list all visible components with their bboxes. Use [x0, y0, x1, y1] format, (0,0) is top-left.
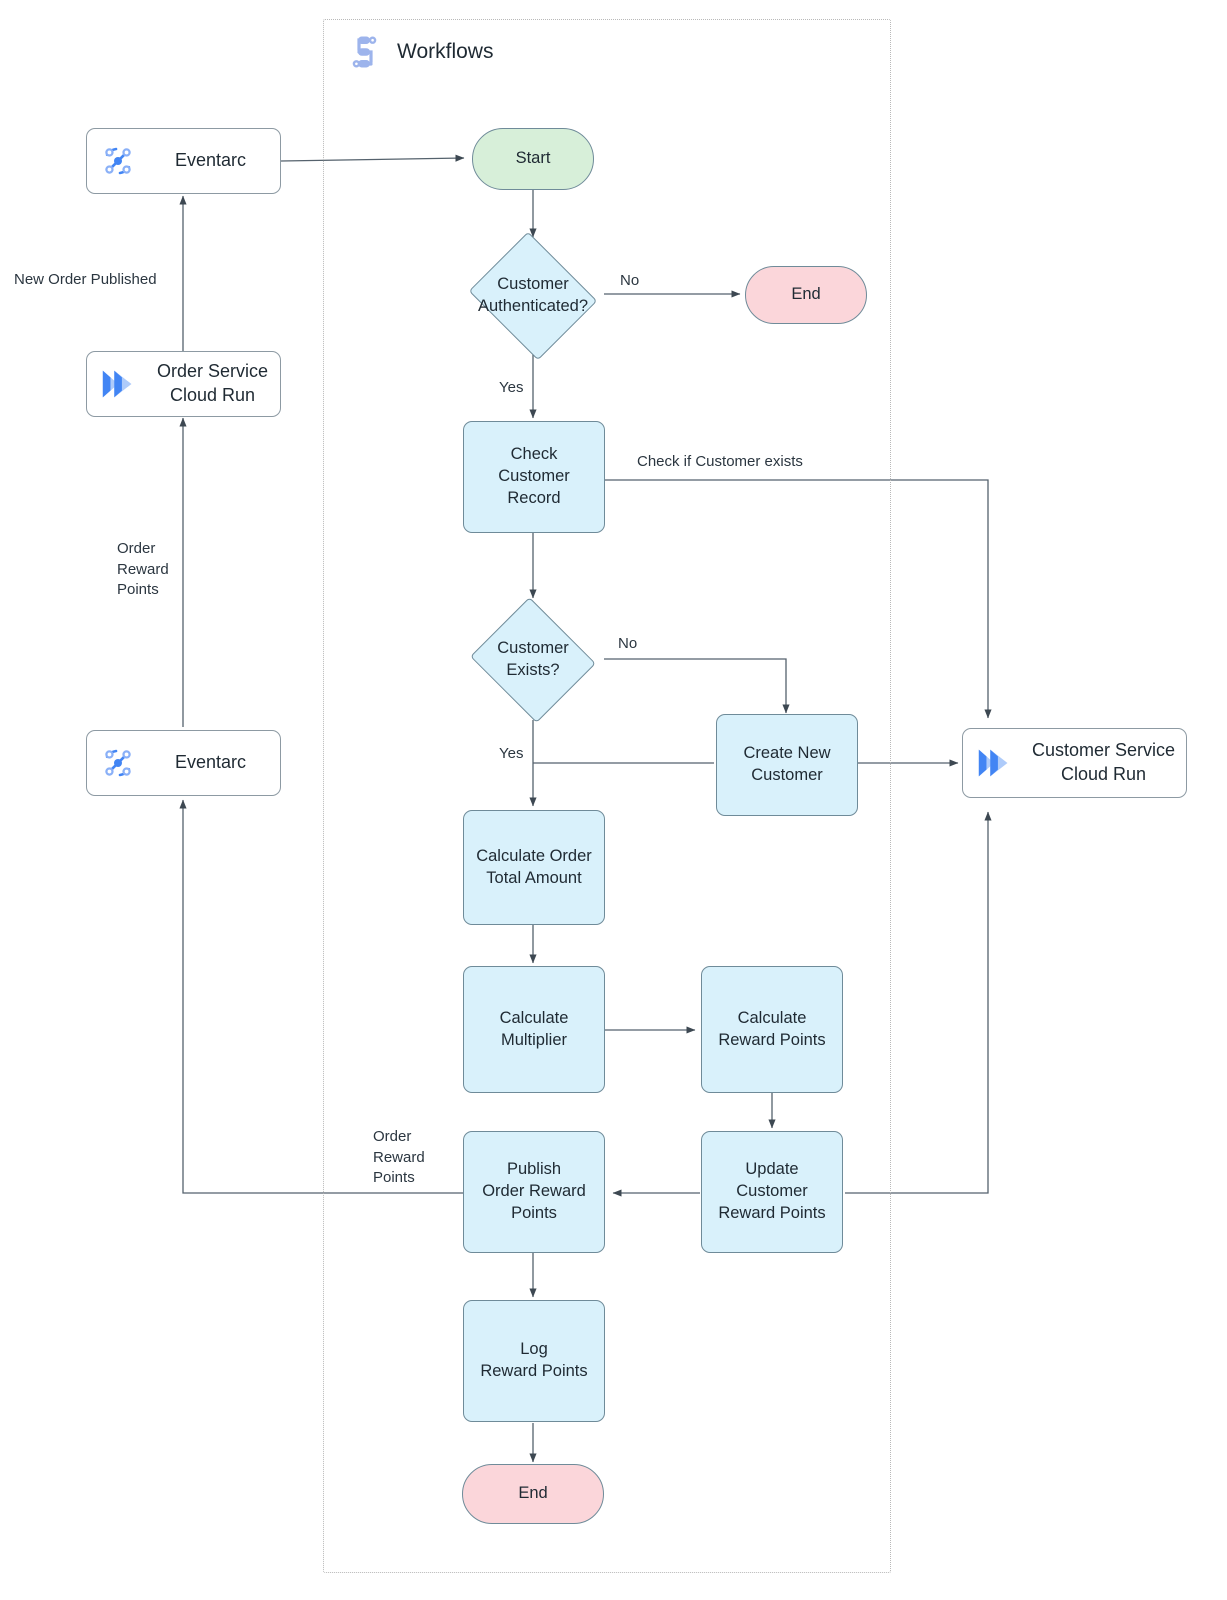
node-label: Eventarc: [174, 752, 247, 773]
node-calculate-order-total-amount[interactable]: Calculate Order Total Amount: [463, 810, 605, 925]
node-start[interactable]: Start: [472, 128, 594, 190]
edge-label-exists-no: No: [618, 635, 638, 652]
cloud-run-icon: [978, 749, 1008, 777]
node-label: Log Reward Points: [480, 1340, 588, 1380]
node-label: Customer Authenticated?: [477, 275, 589, 315]
eventarc-icon: [105, 749, 131, 777]
node-customer-exists[interactable]: Customer Exists?: [462, 597, 604, 723]
edge-label-order-reward-points-bottom: Order Reward Points: [373, 1128, 425, 1187]
edge-update-to-customer-service: [845, 811, 992, 1194]
node-label: Calculate Order Total Amount: [476, 846, 592, 887]
node-create-new-customer[interactable]: Create New Customer: [716, 714, 858, 816]
node-log-reward-points[interactable]: Log Reward Points: [463, 1300, 605, 1422]
edge-exists-no-to-create: [604, 658, 790, 714]
edge-label-auth-yes: Yes: [499, 379, 524, 396]
node-label: Calculate Multiplier: [499, 1008, 569, 1049]
node-check-customer-record[interactable]: Check Customer Record: [463, 421, 605, 533]
node-label: Check Customer Record: [498, 445, 570, 507]
node-label: Eventarc: [174, 150, 247, 171]
node-end-final[interactable]: End: [462, 1464, 604, 1524]
workflows-container-title: Workflows: [345, 32, 493, 72]
edge-label-check-if-customer-exists: Check if Customer exists: [637, 453, 803, 470]
node-label: Customer Service Cloud Run: [1031, 740, 1176, 784]
workflows-icon: [352, 36, 377, 68]
node-label: Publish Order Reward Points: [482, 1160, 586, 1222]
node-label: Start: [515, 149, 551, 168]
node-order-service-cloud-run[interactable]: Order Service Cloud Run: [86, 351, 281, 417]
node-customer-authenticated[interactable]: Customer Authenticated?: [462, 231, 604, 361]
node-end-unauthenticated[interactable]: End: [745, 266, 867, 324]
node-customer-service-cloud-run[interactable]: Customer Service Cloud Run: [962, 728, 1187, 798]
node-label: Calculate Reward Points: [718, 1008, 826, 1049]
workflows-container: [323, 19, 891, 1573]
edge-eventarc-to-start: [280, 154, 465, 162]
edge-label-exists-yes: Yes: [499, 745, 524, 762]
edge-label-order-reward-points-left: Order Reward Points: [117, 540, 169, 599]
node-eventarc-top[interactable]: Eventarc: [86, 128, 281, 194]
node-label: Customer Exists?: [497, 639, 569, 679]
node-eventarc-bottom[interactable]: Eventarc: [86, 730, 281, 796]
node-label: End: [791, 285, 821, 304]
node-publish-order-reward-points[interactable]: Publish Order Reward Points: [463, 1131, 605, 1253]
cloud-run-icon: [102, 370, 132, 398]
edge-check-to-customer-service: [605, 479, 992, 719]
eventarc-icon: [105, 147, 131, 175]
node-calculate-multiplier[interactable]: Calculate Multiplier: [463, 966, 605, 1093]
edge-label-auth-no: No: [620, 272, 640, 289]
node-label: End: [518, 1484, 548, 1503]
workflows-label: Workflows: [397, 40, 494, 63]
node-calculate-reward-points[interactable]: Calculate Reward Points: [701, 966, 843, 1093]
edge-publish-to-eventarc: [179, 799, 463, 1194]
edge-label-new-order-published: New Order Published: [14, 271, 157, 288]
node-update-customer-reward-points[interactable]: Update Customer Reward Points: [701, 1131, 843, 1253]
node-label: Create New Customer: [743, 744, 831, 784]
node-label: Order Service Cloud Run: [156, 361, 269, 405]
node-label: Update Customer Reward Points: [718, 1160, 826, 1222]
